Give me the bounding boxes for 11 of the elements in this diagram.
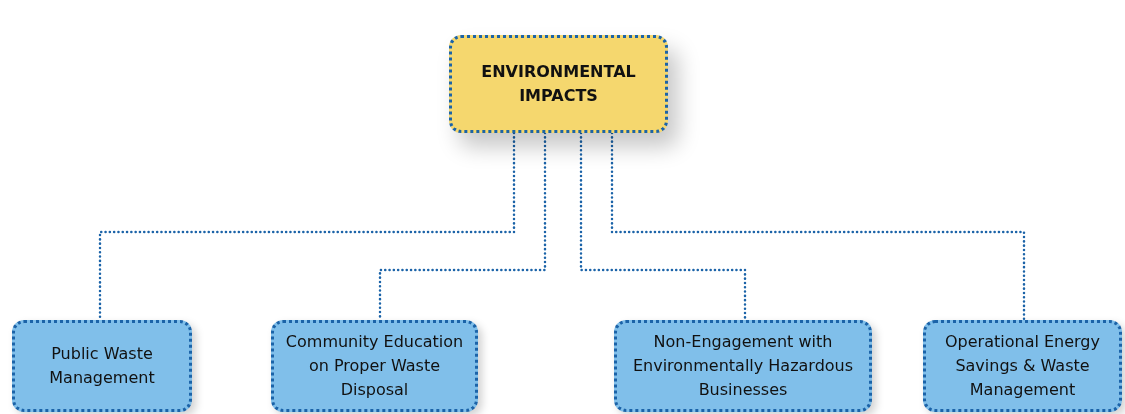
root-box xyxy=(449,35,668,133)
label-text: Public Waste Management xyxy=(48,343,156,389)
label-text: Operational Energy Savings & Waste Management xyxy=(944,331,1101,401)
label-text: Non-Engagement with Environmentally Hazardous Businesses xyxy=(631,331,855,401)
category-box xyxy=(614,320,872,412)
connector-line xyxy=(610,131,1026,322)
heading-text: ENVIRONMENTAL IMPACTS xyxy=(480,61,637,107)
label-text: Community Education on Proper Waste Disposal xyxy=(284,331,465,401)
category-box xyxy=(271,320,478,412)
category-box xyxy=(12,320,192,412)
category-box xyxy=(923,320,1122,412)
